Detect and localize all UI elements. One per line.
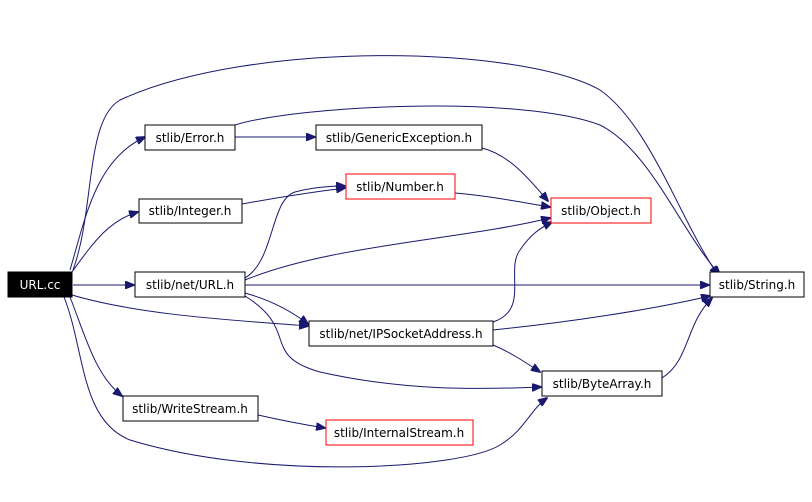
edge-neturl-bytearray <box>244 295 541 388</box>
edge-urlcc-error <box>69 137 145 271</box>
node-internalstream-h[interactable]: stlib/InternalStream.h <box>325 419 474 446</box>
edge-urlcc-ipsocket <box>71 294 308 326</box>
edge-neturl-object <box>244 218 550 281</box>
edge-neturl-number <box>244 186 345 279</box>
edges <box>63 55 720 468</box>
node-error-h[interactable]: stlib/Error.h <box>144 124 236 151</box>
node-bytearray-h-label: stlib/ByteArray.h <box>553 377 652 391</box>
edge-urlcc-string <box>72 55 718 275</box>
edge-urlcc-bytearray <box>63 296 547 468</box>
node-string-h[interactable]: stlib/String.h <box>709 271 805 298</box>
edge-writestream-internalstream <box>257 414 325 428</box>
edge-genericexception-object <box>481 147 548 201</box>
node-generic-exception-h[interactable]: stlib/GenericException.h <box>315 124 483 151</box>
node-object-h[interactable]: stlib/Object.h <box>550 197 652 224</box>
edge-ipsocket-object <box>492 222 552 323</box>
edge-number-object <box>454 192 550 207</box>
node-error-h-label: stlib/Error.h <box>156 131 225 145</box>
nodes: URL.cc stlib/Error.h stlib/GenericExcept… <box>7 124 805 446</box>
node-url-cc[interactable]: URL.cc <box>7 271 73 298</box>
node-ipsocketaddress-h[interactable]: stlib/net/IPSocketAddress.h <box>308 320 494 347</box>
edge-bytearray-string <box>661 298 712 379</box>
node-ipsocketaddress-h-label: stlib/net/IPSocketAddress.h <box>319 327 482 341</box>
node-integer-h[interactable]: stlib/Integer.h <box>138 198 243 224</box>
node-integer-h-label: stlib/Integer.h <box>149 204 232 218</box>
node-generic-exception-h-label: stlib/GenericException.h <box>326 131 472 145</box>
edge-neturl-ipsocket <box>244 292 308 324</box>
node-url-cc-label: URL.cc <box>20 278 61 292</box>
node-writestream-h-label: stlib/WriteStream.h <box>132 402 248 416</box>
node-net-url-h-label: stlib/net/URL.h <box>146 278 234 292</box>
node-internalstream-h-label: stlib/InternalStream.h <box>334 426 464 440</box>
edge-integer-number <box>241 188 345 205</box>
edge-ipsocket-bytearray <box>492 344 540 372</box>
node-number-h[interactable]: stlib/Number.h <box>345 173 456 200</box>
edge-urlcc-integer <box>71 212 138 273</box>
edge-ipsocket-string <box>492 296 710 331</box>
node-writestream-h[interactable]: stlib/WriteStream.h <box>122 395 259 422</box>
node-number-h-label: stlib/Number.h <box>356 180 444 194</box>
edge-urlcc-writestream <box>69 296 122 396</box>
node-object-h-label: stlib/Object.h <box>561 204 641 218</box>
edge-error-string <box>234 105 720 275</box>
node-string-h-label: stlib/String.h <box>719 278 796 292</box>
node-bytearray-h[interactable]: stlib/ByteArray.h <box>541 370 663 397</box>
node-net-url-h[interactable]: stlib/net/URL.h <box>134 271 246 298</box>
